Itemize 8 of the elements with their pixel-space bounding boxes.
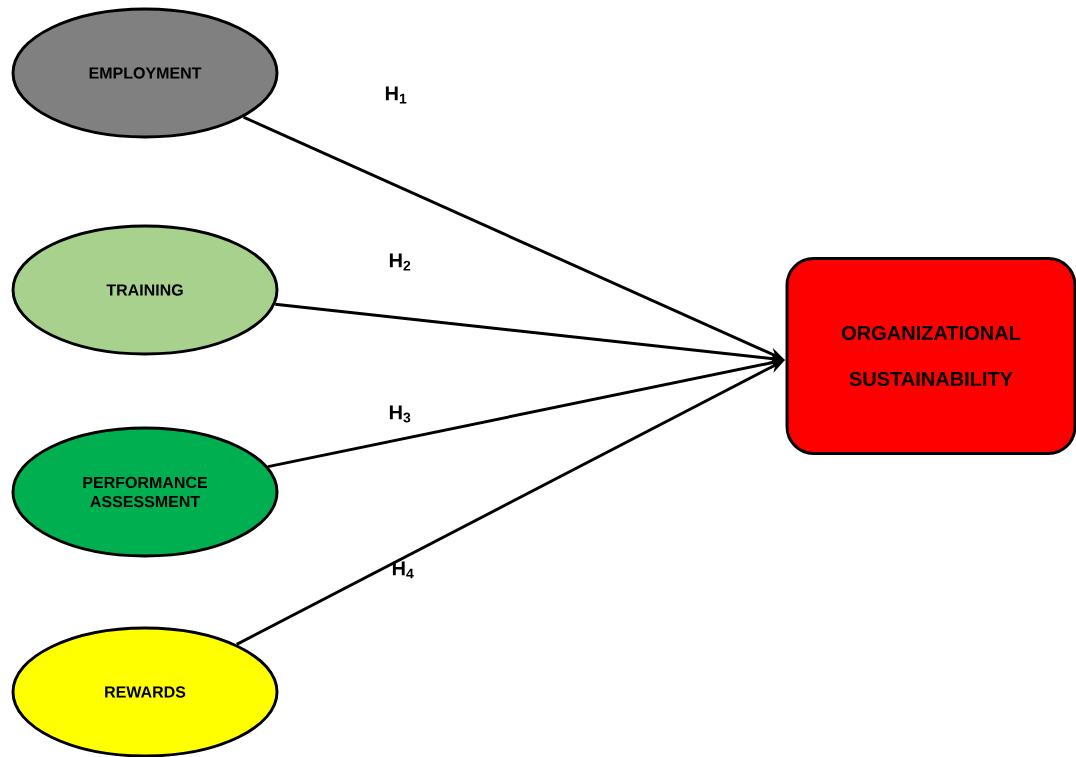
oval-node: EMPLOYMENT: [11, 7, 279, 139]
oval-node: TRAINING: [11, 224, 279, 356]
oval-node: REWARDS: [11, 626, 279, 757]
edge-label: H$_{1}$: [385, 86, 407, 104]
edge-label: H$_{3}$: [389, 405, 411, 423]
edge-label: H$_{2}$: [389, 253, 411, 271]
rounded-box: ORGANIZATIONAL SUSTAINABILITY: [785, 257, 1076, 455]
oval-node: PERFORMANCE ASSESSMENT: [11, 426, 279, 558]
